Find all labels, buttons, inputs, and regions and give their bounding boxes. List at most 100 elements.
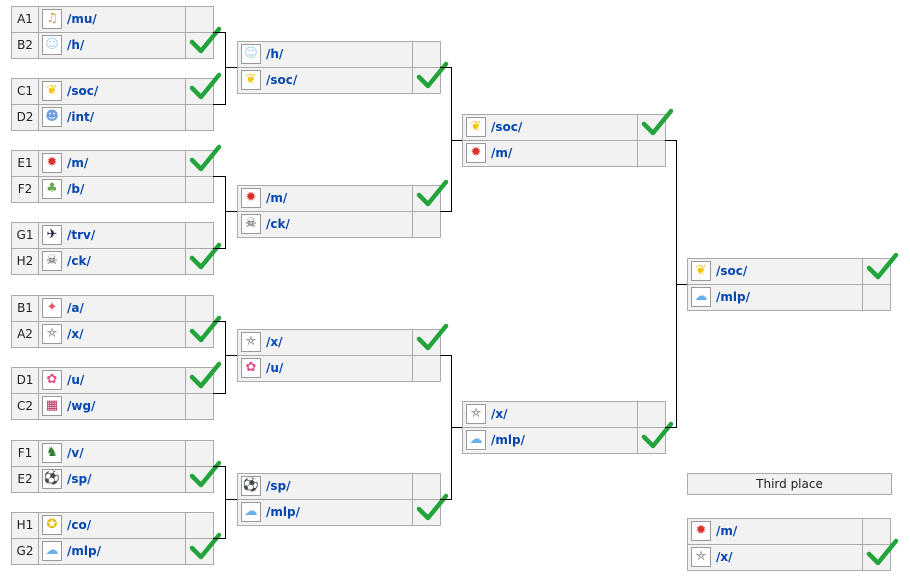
score-cell — [862, 284, 891, 311]
team-cell[interactable]: ✿/u/ — [237, 355, 413, 382]
team-link[interactable]: /mlp/ — [266, 505, 300, 519]
team-cell[interactable]: ♫ /mu/ — [38, 6, 186, 33]
seed-label: B2 — [11, 32, 39, 59]
team-cell[interactable]: ✹ /m/ — [237, 185, 413, 212]
team-cell[interactable]: ✹/m/ — [687, 518, 863, 545]
team-link[interactable]: /m/ — [716, 524, 738, 538]
team-cell[interactable]: ❦/soc/ — [462, 114, 638, 141]
team-link[interactable]: /h/ — [266, 47, 284, 61]
seed-label: C1 — [11, 78, 39, 105]
team-link[interactable]: /mu/ — [67, 12, 97, 26]
third-place-label: Third place — [687, 473, 892, 495]
team-link[interactable]: /m/ — [67, 156, 89, 170]
x-board-icon: ⛤ — [241, 332, 261, 352]
mu-board-icon: ♫ — [42, 9, 62, 29]
h-board-icon: ☺ — [241, 44, 261, 64]
score-cell — [185, 295, 214, 322]
connector-r16-1-h2 — [213, 248, 225, 249]
team-link[interactable]: /u/ — [266, 361, 284, 375]
team-link[interactable]: /x/ — [491, 407, 508, 421]
team-cell[interactable]: ☁ /mlp/ — [462, 427, 638, 454]
team-link[interactable]: /m/ — [266, 191, 288, 205]
team-link[interactable]: /mlp/ — [716, 290, 750, 304]
team-link[interactable]: /ck/ — [67, 254, 91, 268]
team-cell[interactable]: ☺ /h/ — [237, 41, 413, 68]
team-link[interactable]: /m/ — [491, 146, 513, 160]
team-cell[interactable]: ❦/soc/ — [687, 258, 863, 285]
team-link[interactable]: /a/ — [67, 301, 84, 315]
score-cell — [412, 473, 441, 500]
team-cell[interactable]: ✦/a/ — [38, 295, 186, 322]
team-cell[interactable]: ✈ /trv/ — [38, 222, 186, 249]
team-link[interactable]: /soc/ — [716, 264, 748, 278]
team-cell[interactable]: ♣/b/ — [38, 176, 186, 203]
connector-qf-1-h2 — [440, 499, 451, 500]
team-link[interactable]: /soc/ — [491, 120, 523, 134]
team-link[interactable]: /soc/ — [67, 84, 99, 98]
trv-board-icon: ✈ — [42, 225, 62, 245]
connector-qf-1-hn — [451, 427, 462, 428]
team-cell[interactable]: ❦/soc/ — [38, 78, 186, 105]
team-link[interactable]: /u/ — [67, 373, 85, 387]
mlp-board-icon: ☁ — [42, 541, 62, 561]
score-cell — [412, 179, 449, 212]
team-link[interactable]: /wg/ — [67, 399, 96, 413]
wg-board-icon: ▦ — [42, 396, 62, 416]
team-cell[interactable]: ⛤/x/ — [462, 401, 638, 428]
score-cell — [185, 26, 222, 59]
team-cell[interactable]: ✹/m/ — [462, 140, 638, 167]
h-board-icon: ☺ — [42, 35, 62, 55]
seed-label: E1 — [11, 150, 39, 177]
team-link[interactable]: /mlp/ — [491, 433, 525, 447]
team-cell[interactable]: ☁/mlp/ — [237, 499, 413, 526]
team-link[interactable]: /x/ — [266, 335, 283, 349]
team-cell[interactable]: ✪/co/ — [38, 512, 186, 539]
team-cell[interactable]: ⛤/x/ — [38, 321, 186, 348]
team-cell[interactable]: ✹/m/ — [38, 150, 186, 177]
team-cell[interactable]: ❦/soc/ — [237, 67, 413, 94]
score-cell — [185, 393, 214, 420]
team-link[interactable]: /x/ — [716, 550, 733, 564]
team-cell[interactable]: ☠/ck/ — [38, 248, 186, 275]
winner-check-icon — [189, 144, 222, 172]
team-cell[interactable]: ☠/ck/ — [237, 211, 413, 238]
connector-r16-2-h2 — [213, 393, 225, 394]
connector-r16-0-hn — [225, 67, 237, 68]
team-link[interactable]: /mlp/ — [67, 544, 101, 558]
team-link[interactable]: /h/ — [67, 38, 85, 52]
team-cell[interactable]: ☁/mlp/ — [687, 284, 863, 311]
team-cell[interactable]: ⛤/x/ — [687, 544, 863, 571]
team-cell[interactable]: ▦ /wg/ — [38, 393, 186, 420]
connector-qf-0-v — [451, 67, 452, 212]
team-cell[interactable]: ☁ /mlp/ — [38, 538, 186, 565]
team-link[interactable]: /soc/ — [266, 73, 298, 87]
team-link[interactable]: /x/ — [67, 327, 84, 341]
connector-r16-1-hn — [225, 211, 237, 212]
team-link[interactable]: /b/ — [67, 182, 85, 196]
team-cell[interactable]: ⛤ /x/ — [237, 329, 413, 356]
connector-r16-0-v — [225, 32, 226, 105]
connector-r16-3-h1 — [213, 466, 225, 467]
winner-check-icon — [189, 72, 222, 100]
m-board-icon: ✹ — [241, 188, 261, 208]
team-cell[interactable]: ♞/v/ — [38, 440, 186, 467]
mlp-board-icon: ☁ — [466, 430, 486, 450]
team-link[interactable]: /v/ — [67, 446, 84, 460]
team-link[interactable]: /int/ — [67, 110, 95, 124]
team-link[interactable]: /sp/ — [266, 479, 291, 493]
connector-r16-2-hn — [225, 355, 237, 356]
team-cell[interactable]: ⚽/sp/ — [237, 473, 413, 500]
team-cell[interactable]: ✿/u/ — [38, 367, 186, 394]
team-link[interactable]: /sp/ — [67, 472, 92, 486]
score-cell — [185, 144, 222, 177]
team-cell[interactable]: ☺ /h/ — [38, 32, 186, 59]
team-link[interactable]: /ck/ — [266, 217, 290, 231]
score-cell — [185, 440, 214, 467]
team-cell[interactable]: ☻/int/ — [38, 104, 186, 131]
team-link[interactable]: /trv/ — [67, 228, 96, 242]
seed-label: D1 — [11, 367, 39, 394]
score-cell — [185, 104, 214, 131]
team-link[interactable]: /co/ — [67, 518, 92, 532]
team-cell[interactable]: ⚽/sp/ — [38, 466, 186, 493]
